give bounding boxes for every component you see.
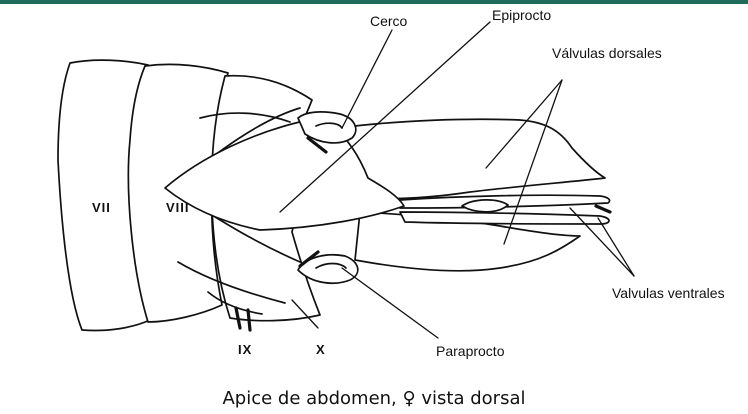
ventral-valve-lower xyxy=(400,212,609,224)
label-segment-x: X xyxy=(316,342,326,357)
label-segment-viii: VIII xyxy=(166,200,190,215)
label-segment-ix: IX xyxy=(238,342,252,357)
label-valvulas-dorsales: Válvulas dorsales xyxy=(552,45,662,61)
leader-cerco xyxy=(342,30,392,128)
label-segment-vii: VII xyxy=(92,200,111,215)
segment-ix-tick-2 xyxy=(248,310,250,330)
ventral-tip-mark xyxy=(596,206,610,212)
figure-caption: Apice de abdomen, ♀ vista dorsal xyxy=(222,388,525,409)
label-valvulas-ventrales: Valvulas ventrales xyxy=(612,285,725,301)
leader-valvulas-ventrales-2 xyxy=(598,218,634,276)
label-epiprocto: Epiprocto xyxy=(492,7,551,23)
label-paraprocto: Paraprocto xyxy=(436,343,505,359)
leader-paraprocto xyxy=(342,268,438,338)
label-cerco: Cerco xyxy=(370,13,408,29)
